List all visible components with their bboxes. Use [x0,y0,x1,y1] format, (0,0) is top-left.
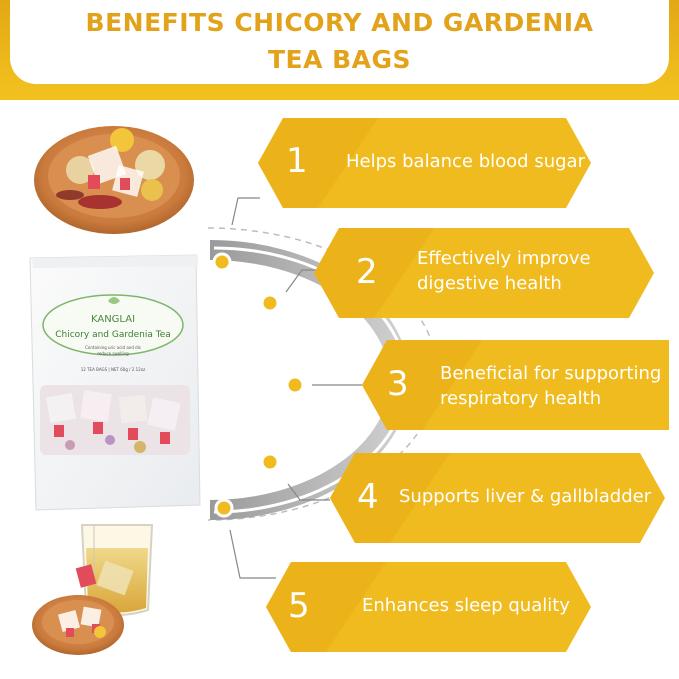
benefit-text-4: Supports liver & gallbladder [399,486,652,507]
page-title-line-2: TEA BAGS [267,45,412,74]
package-brand: KANGLAI [91,314,135,325]
benefit-number-5: 5 [288,586,310,626]
product-illustration: KANGLAI Chicory and Gardenia Tea Contain… [29,126,439,655]
package-net-weight: 12 TEA BAGS | NET 60g / 2.12oz [81,367,146,372]
package-name: Chicory and Gardenia Tea [55,330,171,340]
tea-glass [75,524,154,616]
benefit-text-1: Helps balance blood sugar [346,151,585,172]
benefit-number-1: 1 [286,141,308,181]
benefit-item-3: 3 Beneficial for supporting respiratory … [362,340,669,430]
benefit-text-2b: digestive health [417,273,562,294]
herb-bowl-bottom [32,595,124,655]
herb-bowl-top [34,126,194,234]
package-tagline-1: Containing uric acid and dis [85,345,141,350]
benefit-text-2a: Effectively improve [417,248,591,269]
benefit-item-4: 4 Supports liver & gallbladder [330,453,665,543]
benefit-banner-1 [258,118,591,208]
benefit-number-3: 3 [387,364,409,404]
page-title-line-1: BENEFITS CHICORY AND GARDENIA [85,8,594,37]
benefit-item-1: 1 Helps balance blood sugar [258,118,591,208]
benefit-item-2: 2 Effectively improve digestive health [314,228,654,318]
benefit-text-3b: respiratory health [440,388,602,409]
benefit-banner-5 [266,562,591,652]
benefit-item-5: 5 Enhances sleep quality [266,562,591,652]
package-tagline-2: reduce swelling [97,351,129,356]
benefit-banner-3 [362,340,669,430]
benefit-text-5: Enhances sleep quality [362,595,570,616]
header-card [10,0,669,84]
benefit-banner-2 [314,228,654,318]
benefit-number-4: 4 [357,477,379,517]
benefit-banner-4 [330,453,665,543]
benefit-text-3a: Beneficial for supporting [440,363,662,384]
tea-package: KANGLAI Chicory and Gardenia Tea Contain… [29,254,201,511]
benefit-number-2: 2 [356,252,378,292]
